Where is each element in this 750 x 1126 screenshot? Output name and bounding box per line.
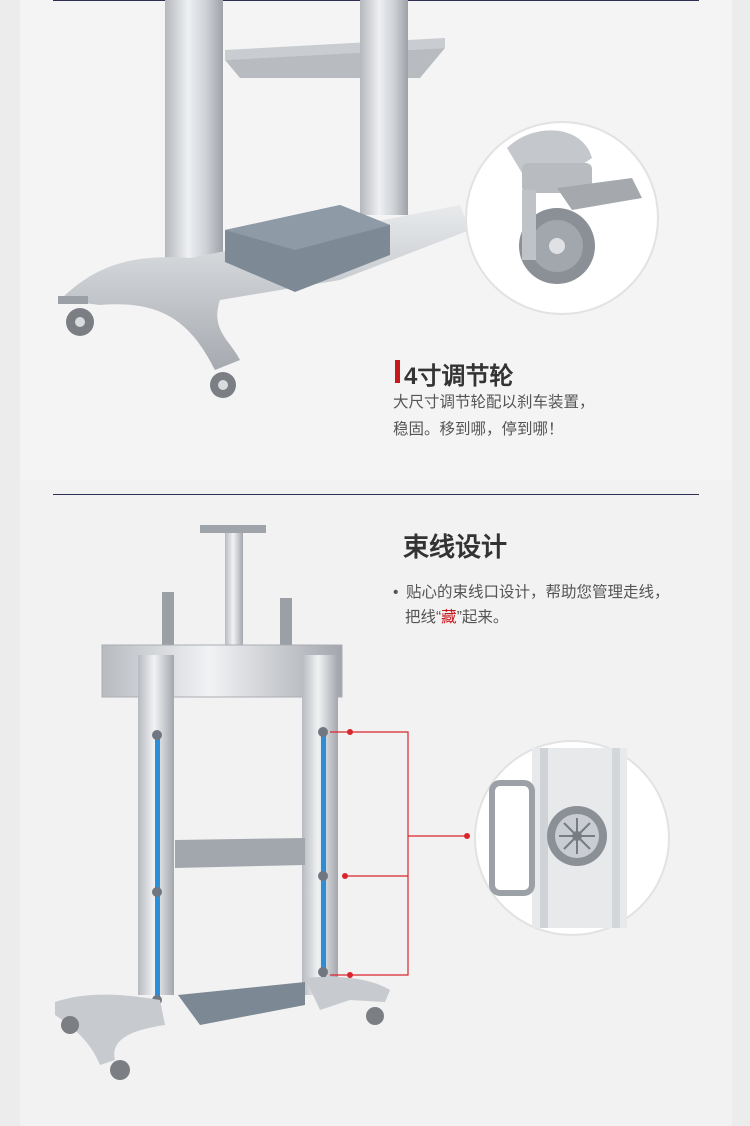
caster-zoom-image	[465, 121, 659, 315]
cable-port-zoom-image	[474, 740, 670, 936]
caster-desc-line2: 稳固。移到哪，停到哪！	[393, 421, 564, 438]
tv-stand-illustration	[55, 525, 390, 1080]
cable-desc-line2: 把线“藏”起来。	[405, 605, 508, 631]
cable-desc-highlight: 藏	[441, 609, 457, 626]
cable-bullet: •	[393, 584, 399, 601]
cart-base-illustration	[58, 0, 470, 398]
cable-heading: 束线设计	[403, 532, 508, 562]
heading-accent-bar	[395, 360, 400, 383]
cable-desc-post: ”起来。	[456, 609, 509, 626]
cable-desc-pre: 把线“	[405, 609, 442, 626]
cable-desc-line1: 贴心的束线口设计，帮助您管理走线，	[406, 584, 670, 601]
callout-lines	[330, 729, 470, 978]
caster-desc-line1: 大尺寸调节轮配以刹车装置，	[393, 394, 595, 411]
section-divider	[53, 494, 699, 495]
caster-heading: 4寸调节轮	[404, 363, 514, 390]
